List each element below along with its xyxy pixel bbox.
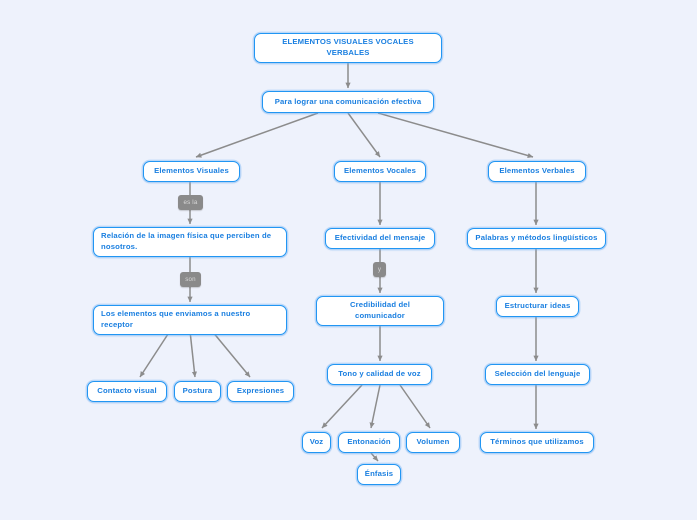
node-relacion-imagen-fisica[interactable]: Relación de la imagen física que percibe…: [93, 227, 287, 257]
node-palabras-metodos-label: Palabras y métodos lingüísticos: [475, 233, 598, 243]
node-relacion-imagen-fisica-label: Relación de la imagen física que percibe…: [101, 231, 272, 251]
node-elementos-verbales[interactable]: Elementos Verbales: [488, 161, 586, 182]
edge-goal-vocales: [347, 112, 381, 158]
node-contacto-visual[interactable]: Contacto visual: [87, 381, 167, 402]
node-credibilidad-comunicador-label: Credibilidad del comunicador: [349, 300, 411, 320]
node-volumen-label: Volumen: [416, 437, 450, 447]
node-postura-label: Postura: [182, 386, 213, 396]
node-volumen[interactable]: Volumen: [406, 432, 460, 453]
edge-tono-volumen: [399, 384, 431, 429]
node-expresiones[interactable]: Expresiones: [227, 381, 294, 402]
node-los-elementos-enviamos-label: Los elementos que enviamos a nuestro rec…: [101, 309, 251, 329]
node-terminos-utilizamos-label: Términos que utilizamos: [490, 437, 584, 447]
edge-label-son[interactable]: son: [180, 272, 201, 287]
node-elementos-verbales-label: Elementos Verbales: [499, 166, 575, 176]
node-expresiones-label: Expresiones: [236, 386, 285, 396]
node-efectividad-mensaje-label: Efectividad del mensaje: [334, 233, 426, 243]
node-voz-label: Voz: [309, 437, 324, 447]
node-contacto-visual-label: Contacto visual: [97, 386, 157, 396]
node-credibilidad-comunicador[interactable]: Credibilidad del comunicador: [316, 296, 444, 326]
node-elementos-vocales-label: Elementos Vocales: [343, 166, 417, 176]
node-terminos-utilizamos[interactable]: Términos que utilizamos: [480, 432, 594, 453]
node-tono-calidad-voz-label: Tono y calidad de voz: [338, 369, 421, 379]
node-entonacion-label: Entonación: [347, 437, 391, 447]
node-postura[interactable]: Postura: [174, 381, 221, 402]
node-elementos-visuales[interactable]: Elementos Visuales: [143, 161, 240, 182]
node-voz[interactable]: Voz: [302, 432, 331, 453]
node-efectividad-mensaje[interactable]: Efectividad del mensaje: [325, 228, 435, 249]
node-elementos-vocales[interactable]: Elementos Vocales: [334, 161, 426, 182]
edge-loselementos-contacto: [139, 330, 171, 378]
node-root-label: ELEMENTOS VISUALES VOCALES VERBALES: [282, 37, 414, 57]
node-palabras-metodos[interactable]: Palabras y métodos lingüísticos: [467, 228, 606, 249]
edge-entonacion-enfasis: [370, 452, 379, 462]
edge-loselementos-postura: [189, 330, 198, 378]
edge-goal-visuales: [195, 112, 319, 158]
node-goal-label: Para lograr una comunicación efectiva: [274, 96, 422, 106]
node-root[interactable]: ELEMENTOS VISUALES VOCALES VERBALES: [254, 33, 442, 63]
node-elementos-visuales-label: Elementos Visuales: [154, 166, 229, 176]
node-estructurar-ideas[interactable]: Estructurar ideas: [496, 296, 579, 317]
node-tono-calidad-voz[interactable]: Tono y calidad de voz: [327, 364, 432, 385]
edge-goal-verbales: [377, 112, 534, 159]
edge-label-es-la[interactable]: es la: [178, 195, 203, 210]
edge-label-y[interactable]: y: [373, 262, 386, 277]
node-goal[interactable]: Para lograr una comunicación efectiva: [262, 91, 434, 113]
edge-tono-voz: [321, 384, 363, 429]
node-enfasis-label: Énfasis: [364, 469, 394, 479]
node-seleccion-lenguaje-label: Selección del lenguaje: [494, 369, 581, 379]
node-los-elementos-enviamos[interactable]: Los elementos que enviamos a nuestro rec…: [93, 305, 287, 335]
node-estructurar-ideas-label: Estructurar ideas: [504, 301, 571, 311]
edge-loselementos-expresiones: [211, 330, 251, 378]
node-enfasis[interactable]: Énfasis: [357, 464, 401, 485]
edge-tono-entonacion: [369, 384, 381, 429]
node-entonacion[interactable]: Entonación: [338, 432, 400, 453]
node-seleccion-lenguaje[interactable]: Selección del lenguaje: [485, 364, 590, 385]
